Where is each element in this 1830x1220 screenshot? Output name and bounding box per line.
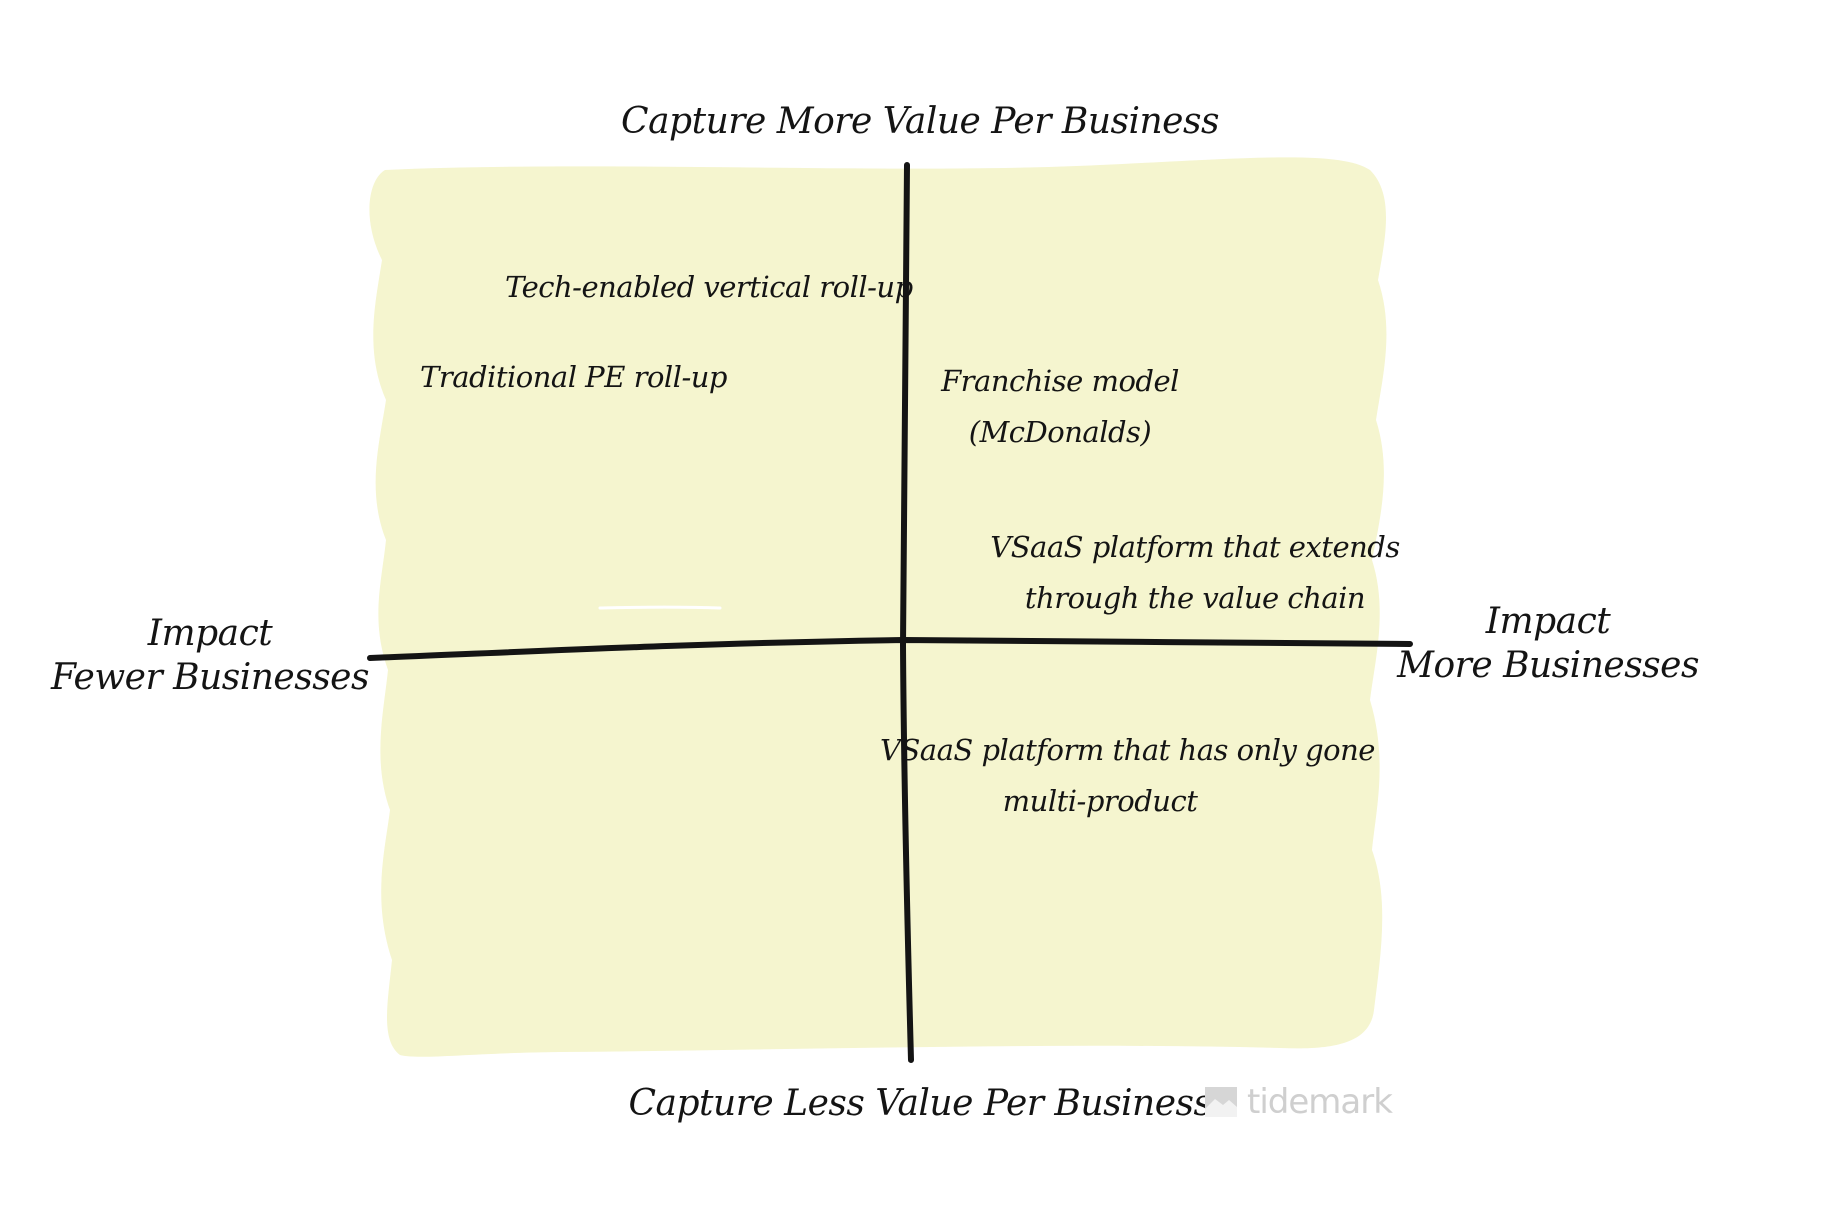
axis-label-right-line2: More Businesses — [1397, 645, 1699, 686]
axis-label-left: Impact Fewer Businesses — [40, 612, 380, 700]
axis-label-left-line1: Impact — [147, 613, 273, 654]
axis-label-bottom: Capture Less Value Per Business — [628, 1083, 1213, 1124]
item-vsaas-value-chain: VSaaS platform that extends through the … — [985, 522, 1405, 624]
tidemark-watermark: tidemark — [1205, 1078, 1393, 1126]
faint-brush-mark — [598, 605, 722, 610]
horizontal-axis-line — [367, 636, 1413, 661]
tidemark-logo-icon — [1205, 1087, 1237, 1117]
axis-label-right-line1: Impact — [1485, 601, 1611, 642]
item-franchise-model: Franchise model (McDonalds) — [920, 356, 1200, 458]
quadrant-background — [369, 157, 1387, 1057]
item-traditional-pe-rollup: Traditional PE roll-up — [420, 360, 728, 394]
axis-label-right: Impact More Businesses — [1378, 600, 1718, 688]
axis-label-top: Capture More Value Per Business — [621, 101, 1219, 142]
tidemark-wordmark: tidemark — [1247, 1082, 1393, 1122]
item-vsaas-multi-product-line2: multi-product — [1002, 784, 1198, 818]
axis-label-left-line2: Fewer Businesses — [51, 657, 369, 698]
item-vsaas-value-chain-line2: through the value chain — [1024, 581, 1366, 615]
item-franchise-line2: (McDonalds) — [968, 415, 1152, 449]
item-tech-enabled-rollup: Tech-enabled vertical roll-up — [505, 270, 913, 304]
item-vsaas-value-chain-line1: VSaaS platform that extends — [990, 530, 1400, 564]
vertical-axis-line — [899, 162, 914, 1063]
item-franchise-line1: Franchise model — [941, 364, 1179, 398]
item-vsaas-multi-product: VSaaS platform that has only gone multi-… — [880, 725, 1375, 827]
item-vsaas-multi-product-line1: VSaaS platform that has only gone — [880, 733, 1375, 767]
